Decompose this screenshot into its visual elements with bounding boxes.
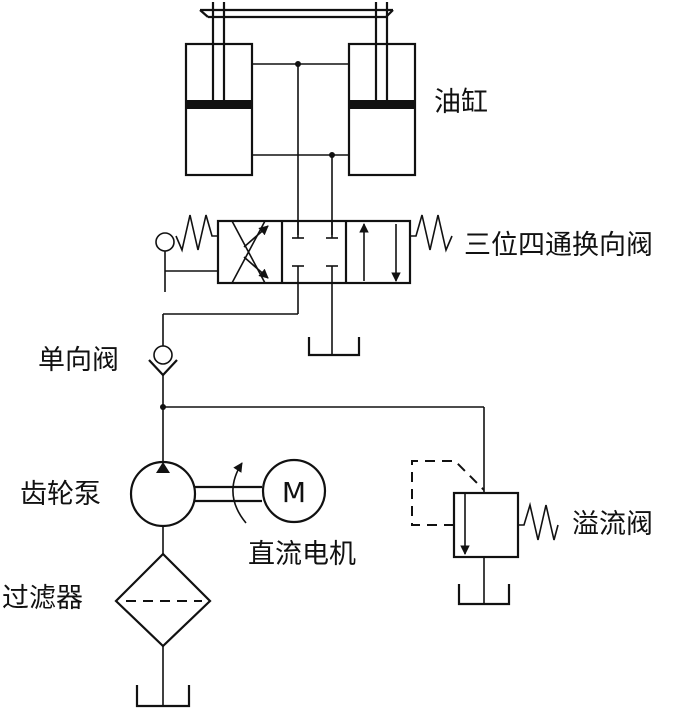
check-valve [148, 314, 178, 462]
relief-valve [411, 460, 559, 604]
right-piston [349, 100, 415, 109]
relief-valve-label: 溢流阀 [572, 509, 653, 540]
filter-label: 过滤器 [2, 583, 83, 614]
tank-filter [135, 685, 191, 708]
check-valve-label: 单向阀 [38, 345, 119, 376]
left-piston [186, 100, 252, 109]
hydraulic-cylinders [184, 2, 417, 235]
motor-symbol: M [282, 476, 306, 509]
gear-pump [129, 460, 262, 554]
tank-relief [457, 584, 511, 606]
tank-valve [307, 337, 361, 357]
gear-pump-label: 齿轮泵 [20, 479, 101, 510]
dc-motor-label: 直流电机 [248, 539, 356, 570]
directional-valve-label: 三位四通换向阀 [464, 230, 653, 261]
dc-motor: M [261, 458, 327, 524]
right-cylinder [347, 42, 417, 177]
filter [114, 552, 212, 706]
left-cylinder [184, 42, 254, 177]
cylinder-label: 油缸 [434, 87, 488, 118]
pressure-line [160, 404, 485, 493]
directional-valve [155, 214, 453, 355]
